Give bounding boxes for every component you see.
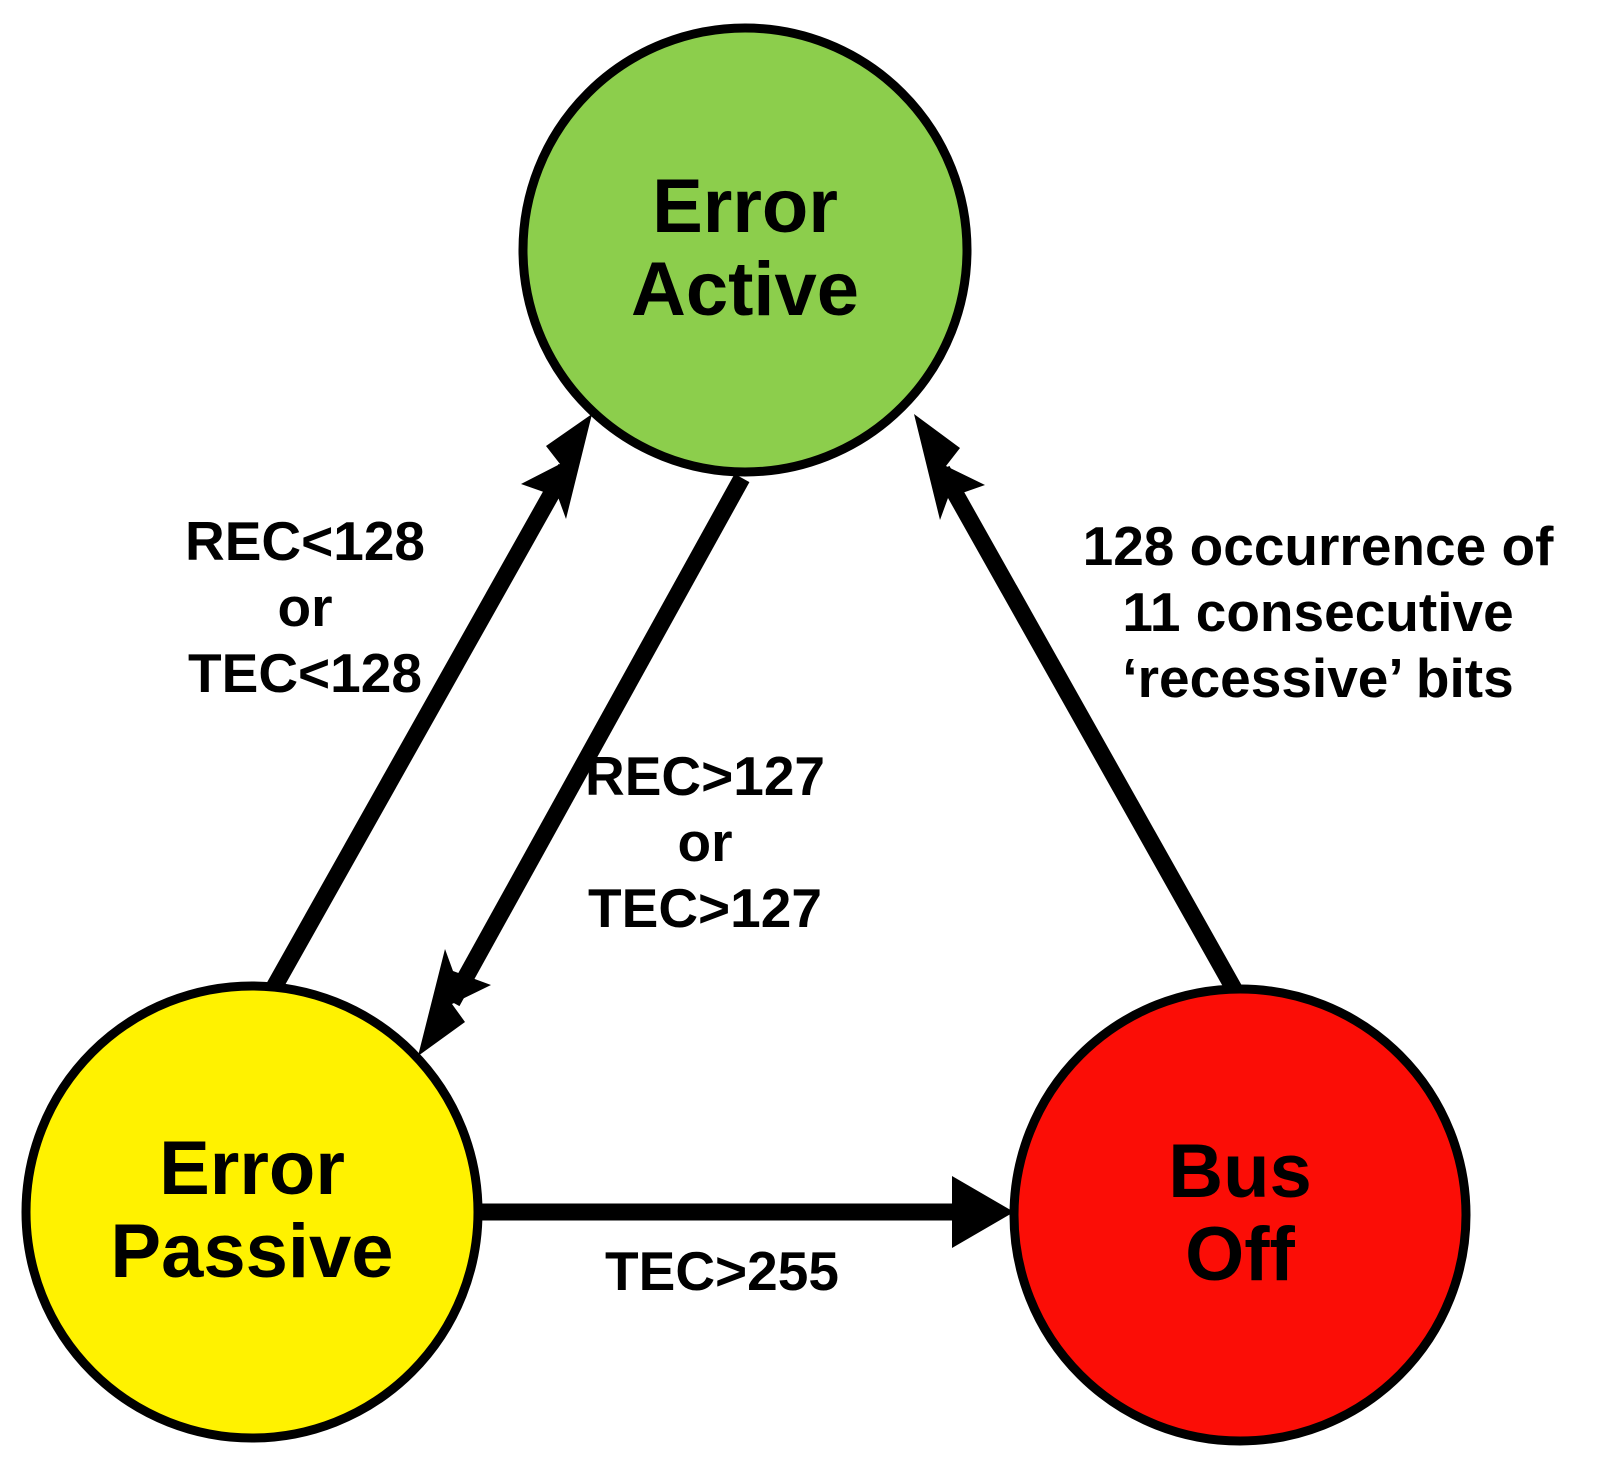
transition-active-to-passive-line — [444, 473, 750, 1007]
transition-label-passive-to-active: REC<128 or TEC<128 — [185, 510, 425, 704]
transition-active-to-passive[interactable] — [418, 473, 750, 1056]
state-node-bus-off[interactable]: Bus Off — [1009, 984, 1471, 1446]
transition-label-active-to-passive: REC>127 or TEC>127 — [585, 745, 825, 939]
transition-passive-to-busoff-arrowhead — [952, 1176, 1014, 1248]
error-active-circle — [518, 23, 972, 477]
bus-off-label-line1: Bus — [1168, 1129, 1312, 1214]
error-passive-label-line2: Passive — [110, 1209, 393, 1294]
transition-label-line: ‘recessive’ bits — [1122, 647, 1513, 709]
transition-passive-to-active-arrowhead — [521, 414, 592, 519]
bus-off-circle — [1009, 984, 1471, 1446]
state-node-error-active[interactable]: Error Active — [518, 23, 972, 477]
error-passive-circle — [21, 981, 483, 1443]
transition-label-line: or — [678, 811, 733, 873]
error-active-label-line2: Active — [631, 247, 859, 332]
transition-label-line: REC<128 — [185, 510, 425, 572]
transition-label-line: 11 consecutive — [1122, 581, 1513, 643]
transition-passive-to-active[interactable] — [260, 414, 592, 1003]
transition-label-line: TEC>255 — [605, 1240, 839, 1302]
transition-busoff-to-active-line — [934, 465, 1246, 1001]
transition-passive-to-busoff[interactable] — [470, 1176, 1014, 1248]
transition-busoff-to-active-arrowhead — [914, 414, 985, 520]
transition-label-line: REC>127 — [585, 745, 825, 807]
transition-label-line: TEC>127 — [588, 877, 822, 939]
state-node-error-passive[interactable]: Error Passive — [21, 981, 483, 1443]
error-passive-label-line1: Error — [159, 1126, 345, 1211]
transition-label-passive-to-busoff: TEC>255 — [605, 1240, 839, 1302]
transition-busoff-to-active[interactable] — [914, 414, 1246, 1001]
transition-label-line: or — [278, 576, 333, 638]
transition-passive-to-active-line — [260, 463, 574, 1003]
bus-off-label-line2: Off — [1185, 1212, 1295, 1297]
transition-label-busoff-to-active: 128 occurrence of 11 consecutive ‘recess… — [1083, 515, 1554, 709]
error-active-label-line1: Error — [652, 164, 838, 249]
transition-active-to-passive-arrowhead — [418, 949, 491, 1056]
transition-label-line: 128 occurrence of — [1083, 515, 1554, 577]
transition-label-line: TEC<128 — [188, 642, 422, 704]
